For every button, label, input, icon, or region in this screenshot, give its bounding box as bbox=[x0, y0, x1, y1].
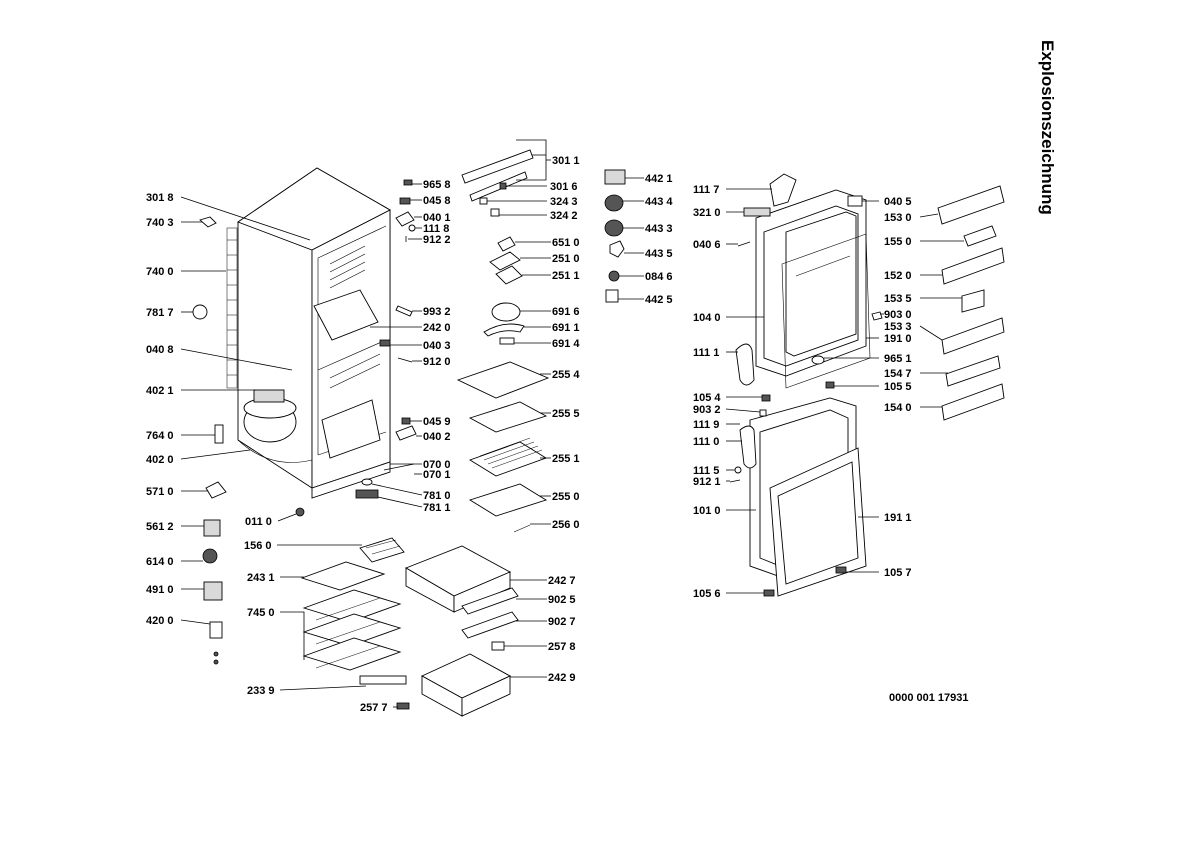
part-label: 301 6 bbox=[550, 181, 578, 193]
diagram-title: Explosionszeichnung bbox=[1038, 40, 1057, 215]
part-label: 614 0 bbox=[146, 556, 174, 568]
door-bins bbox=[847, 185, 1005, 421]
part-label: 256 0 bbox=[552, 519, 580, 531]
part-label: 420 0 bbox=[146, 615, 174, 627]
part-label: 442 5 bbox=[645, 294, 673, 306]
part-label: 191 1 bbox=[884, 512, 912, 524]
part-label: 011 0 bbox=[245, 516, 272, 528]
part-label: 155 0 bbox=[884, 236, 912, 248]
part-label: 084 6 bbox=[645, 271, 673, 283]
part-label: 993 2 bbox=[423, 306, 451, 318]
part-label: 105 5 bbox=[884, 381, 912, 393]
part-label: 301 1 bbox=[552, 155, 580, 167]
part-label: 740 3 bbox=[146, 217, 174, 229]
part-label: 233 9 bbox=[247, 685, 275, 697]
part-label: 152 0 bbox=[884, 270, 912, 282]
part-label: 111 1 bbox=[693, 347, 719, 359]
part-label: 040 3 bbox=[423, 340, 451, 352]
part-label: 912 1 bbox=[693, 476, 721, 488]
part-label: 045 9 bbox=[423, 416, 451, 428]
part-labels: 301 1 301 6 324 3 324 2 442 1 443 4 443 … bbox=[146, 155, 912, 714]
part-label: 781 0 bbox=[423, 490, 451, 502]
part-label: 443 5 bbox=[645, 248, 673, 260]
part-label: 321 0 bbox=[693, 207, 721, 219]
part-label: 105 4 bbox=[693, 392, 721, 404]
part-label: 153 0 bbox=[884, 212, 912, 224]
part-label: 764 0 bbox=[146, 430, 174, 442]
cabinet-body bbox=[226, 167, 391, 499]
part-label: 257 7 bbox=[360, 702, 388, 714]
part-label: 691 1 bbox=[552, 322, 580, 334]
part-label: 070 1 bbox=[423, 469, 451, 481]
part-label: 324 2 bbox=[550, 210, 578, 222]
part-label: 902 7 bbox=[548, 616, 576, 628]
part-label: 243 1 bbox=[247, 572, 275, 584]
center-parts bbox=[313, 149, 626, 533]
part-label: 301 8 bbox=[146, 192, 174, 204]
part-label: 040 8 bbox=[146, 344, 174, 356]
part-label: 781 1 bbox=[423, 502, 451, 514]
left-small-parts bbox=[192, 216, 410, 710]
part-label: 255 4 bbox=[552, 369, 580, 381]
part-label: 255 1 bbox=[552, 453, 580, 465]
part-label: 242 9 bbox=[548, 672, 576, 684]
part-label: 965 1 bbox=[884, 353, 912, 365]
part-label: 402 0 bbox=[146, 454, 174, 466]
part-label: 242 0 bbox=[423, 322, 451, 334]
part-label: 111 0 bbox=[693, 436, 719, 448]
part-label: 251 0 bbox=[552, 253, 580, 265]
part-label: 491 0 bbox=[146, 584, 174, 596]
part-label: 745 0 bbox=[247, 607, 275, 619]
part-label: 443 4 bbox=[645, 196, 673, 208]
part-label: 111 7 bbox=[693, 184, 719, 196]
part-label: 154 7 bbox=[884, 368, 912, 380]
part-label: 902 5 bbox=[548, 594, 576, 606]
part-label: 104 0 bbox=[693, 312, 721, 324]
drawers bbox=[404, 545, 519, 717]
part-label: 111 5 bbox=[693, 465, 719, 477]
part-label: 251 1 bbox=[552, 270, 580, 282]
part-label: 153 5 bbox=[884, 293, 912, 305]
part-label: 443 3 bbox=[645, 223, 673, 235]
part-label: 255 5 bbox=[552, 408, 580, 420]
leader-lines bbox=[180, 139, 964, 708]
part-label: 740 0 bbox=[146, 266, 174, 278]
doors bbox=[729, 173, 883, 597]
part-label: 105 7 bbox=[884, 567, 912, 579]
part-label: 402 1 bbox=[146, 385, 174, 397]
part-label: 651 0 bbox=[552, 237, 580, 249]
part-label: 965 8 bbox=[423, 179, 451, 191]
part-label: 903 2 bbox=[693, 404, 721, 416]
part-label: 040 1 bbox=[423, 212, 451, 224]
part-label: 040 6 bbox=[693, 239, 721, 251]
part-label: 257 8 bbox=[548, 641, 576, 653]
part-label: 691 6 bbox=[552, 306, 580, 318]
part-label: 191 0 bbox=[884, 333, 912, 345]
part-label: 111 9 bbox=[693, 419, 719, 431]
part-label: 156 0 bbox=[244, 540, 272, 552]
part-label: 255 0 bbox=[552, 491, 580, 503]
part-label: 154 0 bbox=[884, 402, 912, 414]
part-label: 903 0 bbox=[884, 309, 912, 321]
drawing-number: 0000 001 17931 bbox=[889, 692, 969, 704]
part-label: 153 3 bbox=[884, 321, 912, 333]
part-label: 912 0 bbox=[423, 356, 451, 368]
part-label: 111 8 bbox=[423, 223, 449, 235]
part-label: 242 7 bbox=[548, 575, 576, 587]
part-label: 561 2 bbox=[146, 521, 174, 533]
part-label: 070 0 bbox=[423, 459, 451, 471]
part-label: 781 7 bbox=[146, 307, 174, 319]
part-label: 040 2 bbox=[423, 431, 451, 443]
part-label: 442 1 bbox=[645, 173, 673, 185]
part-label: 105 6 bbox=[693, 588, 721, 600]
part-label: 040 5 bbox=[884, 196, 912, 208]
part-label: 691 4 bbox=[552, 338, 580, 350]
part-label: 101 0 bbox=[693, 505, 721, 517]
part-label: 571 0 bbox=[146, 486, 174, 498]
part-label: 912 2 bbox=[423, 234, 451, 246]
part-label: 045 8 bbox=[423, 195, 451, 207]
part-label: 324 3 bbox=[550, 196, 578, 208]
